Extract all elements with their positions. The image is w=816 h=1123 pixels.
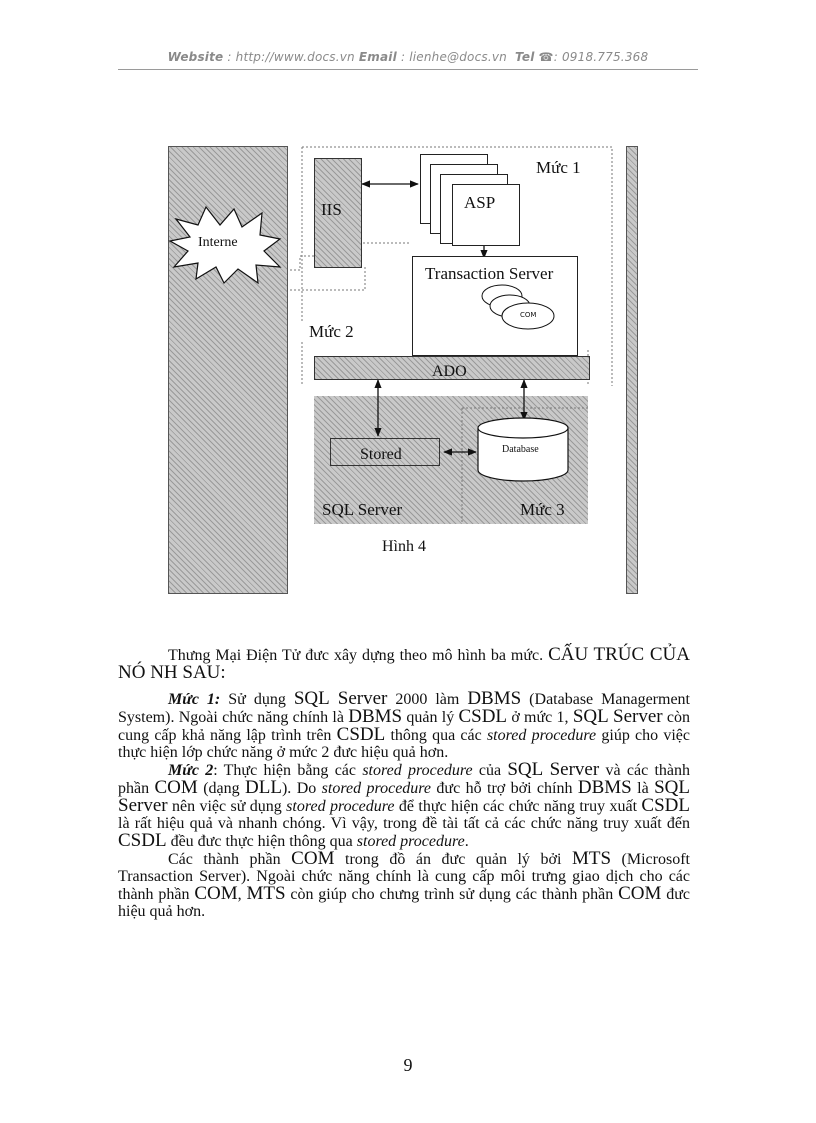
database-label: Database bbox=[502, 444, 539, 455]
diagram-lines bbox=[0, 0, 816, 600]
intro-paragraph: Thưng Mại Điện Tử đưc xây dựng theo mô h… bbox=[118, 646, 690, 682]
muc1-label: Mức 1 bbox=[536, 158, 581, 178]
com-objects-icon bbox=[474, 282, 564, 332]
muc3-label: Mức 3 bbox=[520, 500, 565, 520]
figure-caption: Hình 4 bbox=[382, 538, 426, 556]
transaction-server-label: Transaction Server bbox=[425, 264, 553, 284]
sql-server-label: SQL Server bbox=[322, 500, 402, 520]
ado-label: ADO bbox=[432, 363, 467, 378]
com-label: COM bbox=[520, 311, 536, 319]
page-number: 9 bbox=[0, 1055, 816, 1076]
iis-label: IIS bbox=[321, 200, 342, 220]
muc2-label: Mức 2 bbox=[309, 322, 354, 342]
paragraph-com: Các thành phần COM trong đồ án đưc quản … bbox=[118, 850, 690, 920]
muc1-term: Mức 1: bbox=[168, 691, 220, 708]
asp-label: ASP bbox=[464, 193, 495, 213]
paragraph-muc1: Mức 1: Sử dụng SQL Server 2000 làm DBMS … bbox=[118, 690, 690, 761]
internet-label: Interne bbox=[198, 235, 238, 251]
stored-label: Stored bbox=[360, 446, 402, 462]
body-text: Thưng Mại Điện Tử đưc xây dựng theo mô h… bbox=[118, 646, 690, 920]
paragraph-muc2: Mức 2: Thực hiện bằng các stored procedu… bbox=[118, 761, 690, 850]
